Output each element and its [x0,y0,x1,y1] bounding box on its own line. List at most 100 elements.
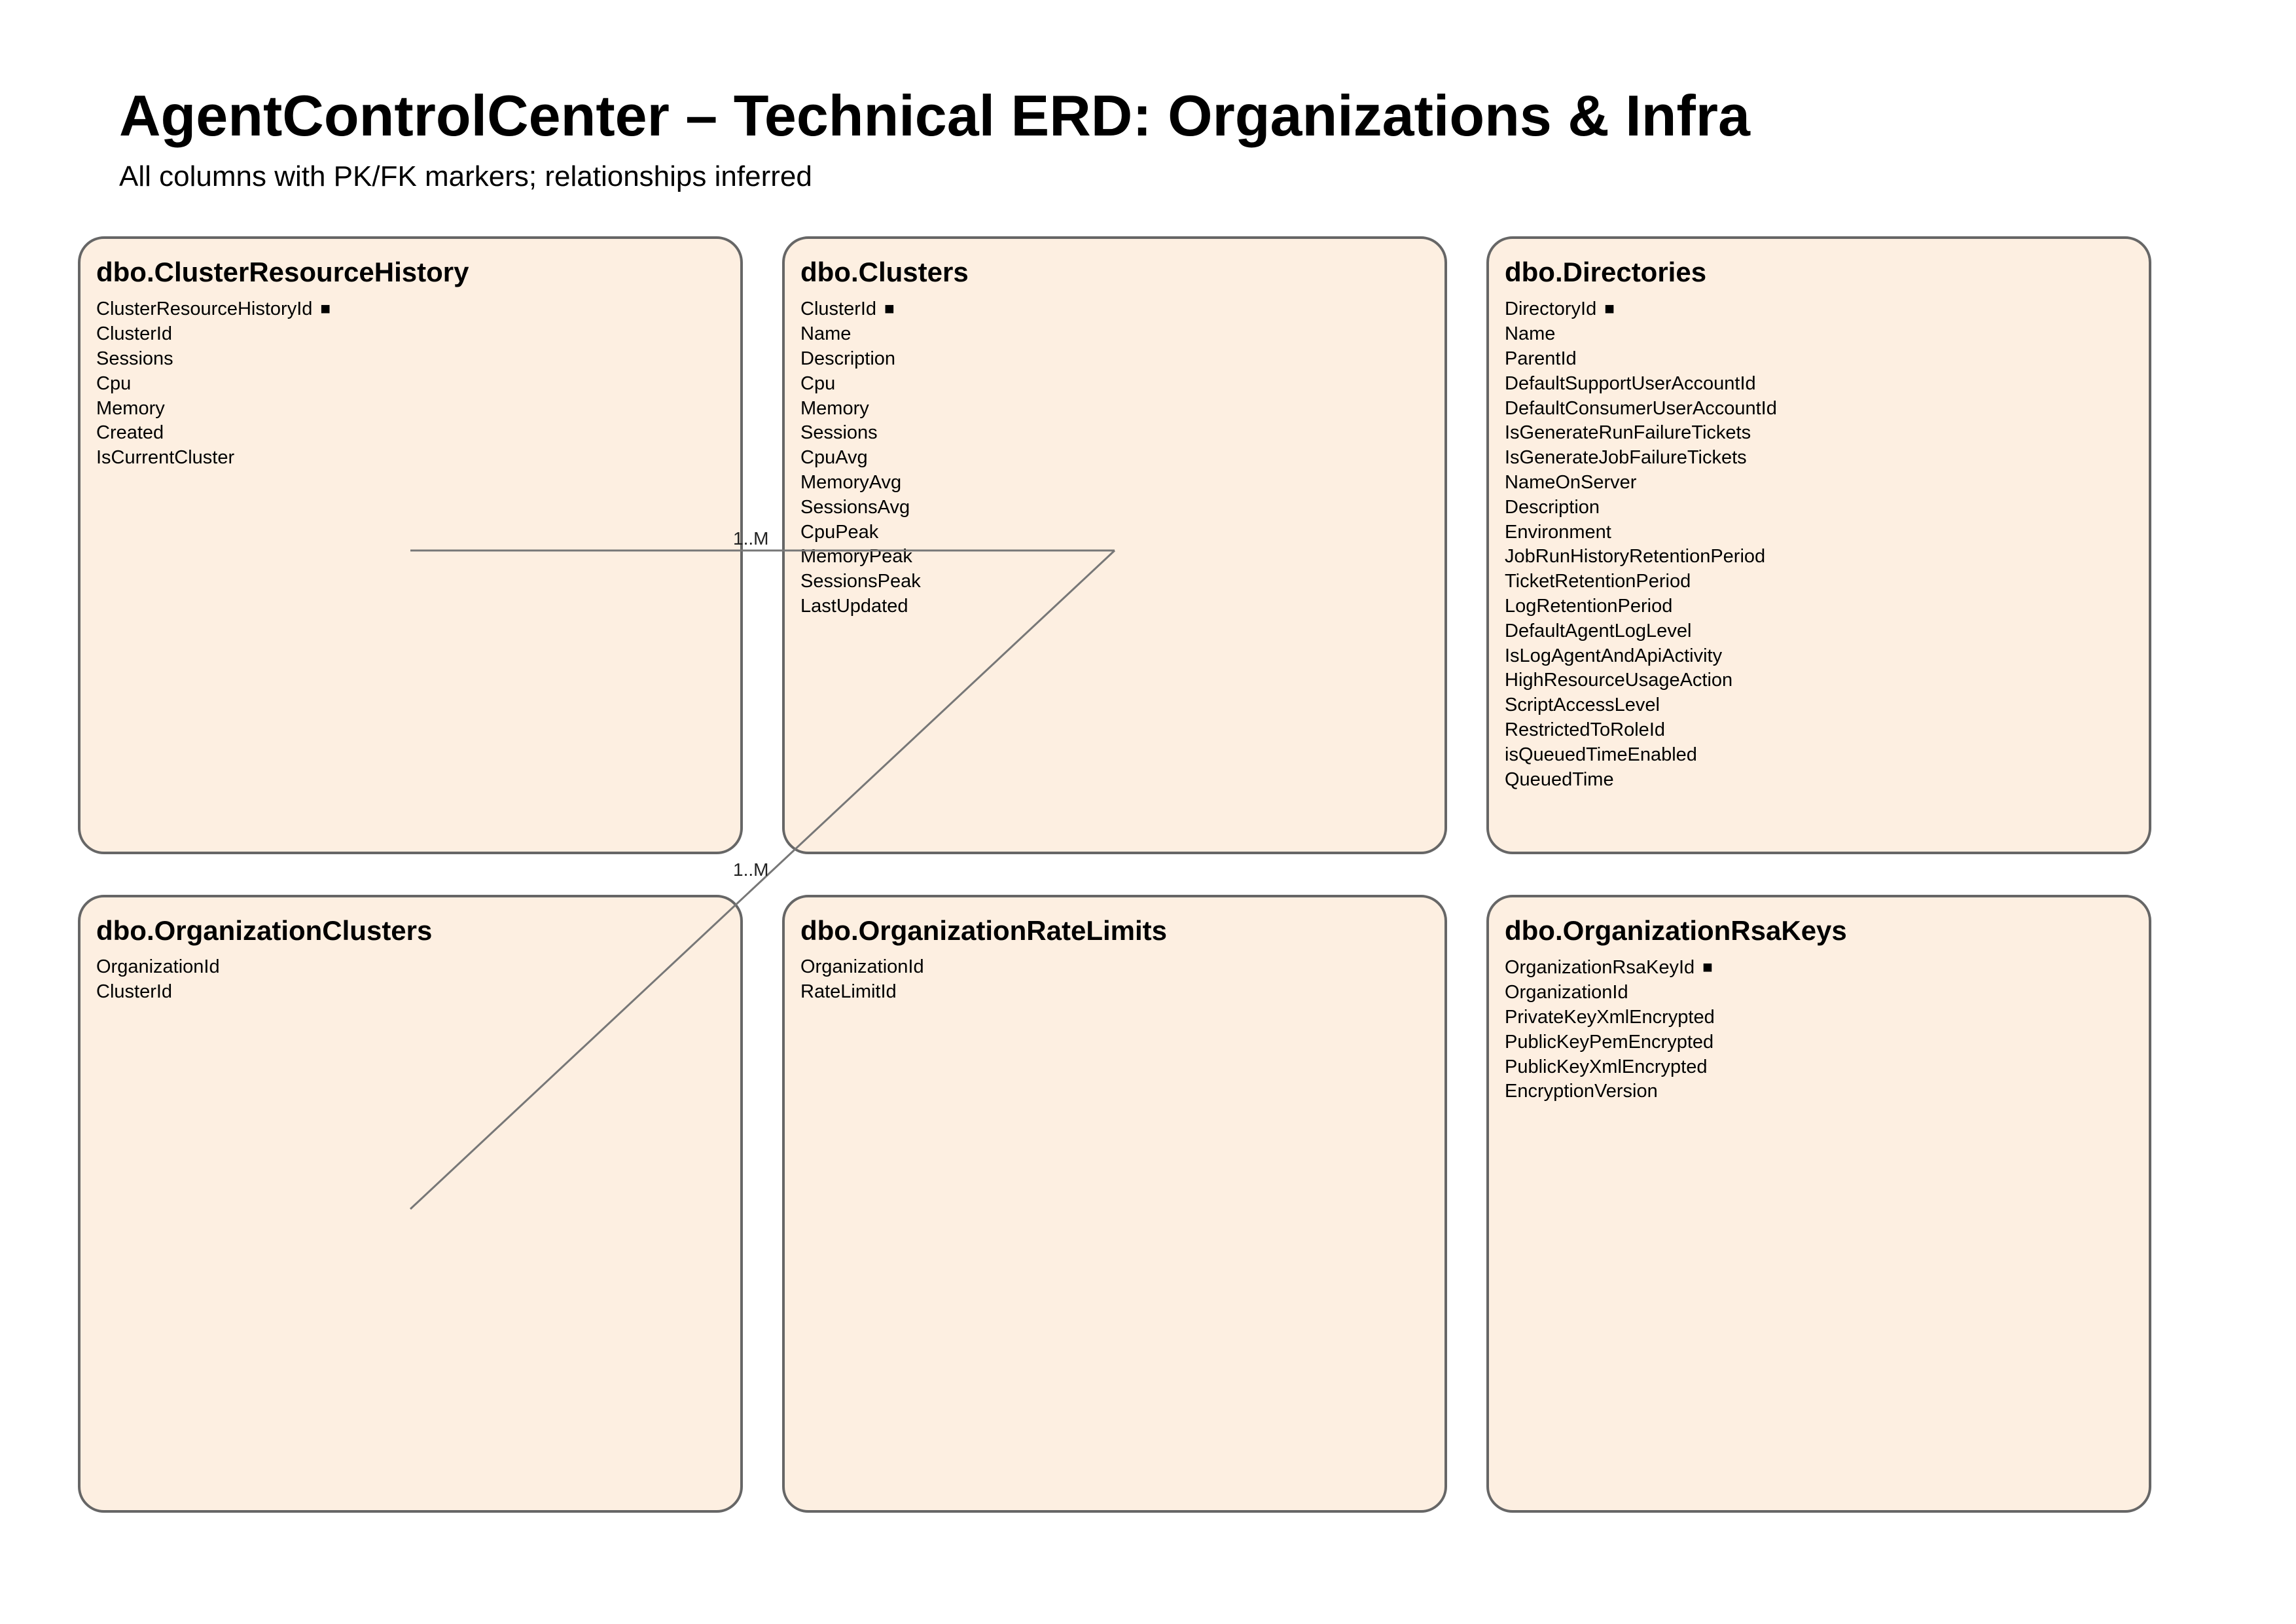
column-name: Cpu [800,372,836,394]
column-row: LogRetentionPeriod [1505,594,2149,619]
column-name: QueuedTime [1505,768,1614,790]
column-row: DirectoryId ■ [1505,297,2149,322]
column-name: OrganizationId [96,956,220,978]
page-title: AgentControlCenter – Technical ERD: Orga… [119,83,1750,148]
column-row: Cpu [800,372,1444,397]
column-row: QueuedTime [1505,768,2149,793]
column-row: OrganizationRsaKeyId■ [1505,955,2149,981]
entity-title: dbo.Directories [1505,257,1707,287]
entity-title: dbo.ClusterResourceHistory [96,257,469,287]
column-row: MemoryPeak [800,545,1444,569]
column-row: IsCurrentCluster [96,446,740,471]
column-name: JobRunHistoryRetentionPeriod [1505,546,1766,568]
column-name: CpuPeak [800,521,879,543]
column-row: isQueuedTimeEnabled [1505,743,2149,768]
column-row: ClusterId■ [800,297,1444,322]
column-name: Sessions [96,348,173,369]
column-row: EncryptionVersion [1505,1079,2149,1104]
column-name: Memory [800,397,869,419]
column-name: Created [96,422,164,444]
column-name: MemoryAvg [800,471,902,493]
column-name: LogRetentionPeriod [1505,595,1673,617]
column-row: ParentId [1505,347,2149,372]
entity-title: dbo.Clusters [800,257,969,287]
column-row: CpuAvg [800,446,1444,471]
column-name: OrganizationId [1505,982,1628,1003]
column-name: CpuAvg [800,447,868,469]
column-row: Description [800,347,1444,372]
column-name: IsGenerateRunFailureTickets [1505,422,1751,444]
column-row: IsGenerateRunFailureTickets [1505,421,2149,446]
page-subtitle: All columns with PK/FK markers; relation… [119,160,812,192]
column-name: HighResourceUsageAction [1505,670,1733,691]
column-name: RestrictedToRoleId [1505,719,1665,740]
entity-organization-rsa-keys[interactable]: dbo.OrganizationRsaKeys OrganizationRsaK… [1486,895,2151,1513]
column-name: IsCurrentCluster [96,447,235,469]
entity-cluster-resource-history[interactable]: dbo.ClusterResourceHistory ClusterResour… [78,236,743,854]
column-row: OrganizationId [1505,981,2149,1005]
entity-title: dbo.OrganizationRateLimits [800,915,1168,946]
column-name: DefaultSupportUserAccountId [1505,372,1756,394]
column-row: Cpu [96,372,740,397]
column-row: PublicKeyPemEncrypted [1505,1030,2149,1055]
column-row: DefaultAgentLogLevel [1505,619,2149,644]
column-row: IsLogAgentAndApiActivity [1505,644,2149,669]
column-row: OrganizationId [96,955,740,980]
column-row: Memory [800,397,1444,422]
column-row: HighResourceUsageAction [1505,668,2149,693]
column-row: IsGenerateJobFailureTickets [1505,446,2149,471]
column-row: Name [1505,322,2149,347]
column-name: ParentId [1505,348,1577,369]
column-row: LastUpdated [800,594,1444,619]
entity-title: dbo.OrganizationClusters [96,915,433,946]
primary-key-icon: ■ [1604,298,1615,319]
column-row: ClusterId [96,980,740,1005]
column-name: TicketRetentionPeriod [1505,571,1691,592]
column-name: Environment [1505,521,1611,543]
column-name: RateLimitId [800,981,897,1003]
column-name: isQueuedTimeEnabled [1505,744,1697,765]
column-name: ClusterResourceHistoryId [96,298,313,320]
column-name: Cpu [96,372,132,394]
column-name: DefaultAgentLogLevel [1505,620,1692,641]
column-name: NameOnServer [1505,471,1637,493]
column-name: ClusterId [96,323,173,345]
column-name: Sessions [800,422,878,444]
column-name: MemoryPeak [800,546,912,568]
column-name: IsGenerateJobFailureTickets [1505,447,1747,469]
column-row: ScriptAccessLevel [1505,693,2149,718]
column-name: OrganizationRsaKeyId [1505,957,1695,979]
column-row: Sessions [800,421,1444,446]
column-name: DirectoryId [1505,298,1597,320]
column-name: PublicKeyPemEncrypted [1505,1031,1714,1053]
column-name: ClusterId [800,298,877,320]
column-name: IsLogAgentAndApiActivity [1505,645,1723,666]
column-row: DefaultSupportUserAccountId [1505,372,2149,397]
entity-organization-rate-limits[interactable]: dbo.OrganizationRateLimits OrganizationI… [782,895,1447,1513]
column-row: RestrictedToRoleId [1505,718,2149,743]
column-name: OrganizationId [800,956,924,978]
column-row: PublicKeyXmlEncrypted [1505,1055,2149,1080]
primary-key-icon: ■ [320,298,331,319]
column-row: Name [800,322,1444,347]
column-row: ClusterResourceHistoryId ■ [96,297,740,322]
column-row: MemoryAvg [800,471,1444,496]
column-row: SessionsAvg [800,496,1444,520]
column-name: DefaultConsumerUserAccountId [1505,397,1777,419]
column-row: Environment [1505,520,2149,545]
column-name: ClusterId [96,981,173,1003]
column-row: Sessions [96,347,740,372]
column-row: OrganizationId [800,955,1444,980]
column-name: Memory [96,397,165,419]
column-name: SessionsAvg [800,496,910,518]
column-name: ScriptAccessLevel [1505,695,1660,716]
column-name: Name [800,323,852,345]
